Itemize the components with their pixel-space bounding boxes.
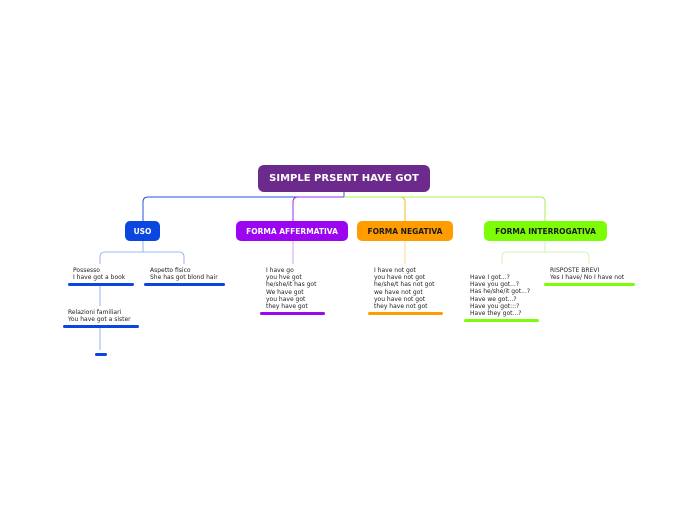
connector-uso-children [99,241,185,264]
connector-interrogativa-children [501,241,590,264]
branch-uso-label: USO [133,226,152,236]
connector-affermativa [292,196,344,221]
root-topic-label: SIMPLE PRSENT HAVE GOT [269,173,419,184]
branch-forma-interrogativa-label: FORMA INTERROGATIVA [495,226,596,236]
branch-forma-interrogativa[interactable]: FORMA INTERROGATIVA [484,221,607,241]
leaf-aspetto-fisico-underline [144,283,225,286]
leaf-forma-negativa-underline [368,312,443,315]
branch-forma-affermativa[interactable]: FORMA AFFERMATIVA [236,221,348,241]
leaf-forma-negativa-list[interactable]: I have not got you have not got he/she/t… [374,267,435,311]
leaf-risposte-brevi[interactable]: RISPOSTE BREVI Yes I have/ No I have not [550,267,625,282]
leaf-risposte-brevi-underline [544,283,635,286]
branch-forma-affermativa-label: FORMA AFFERMATIVA [246,226,338,236]
leaf-forma-interrogativa-list[interactable]: Have I got...? Have you got...? Has he/s… [470,274,531,318]
leaf-empty-underline [95,353,107,356]
leaf-relazioni-familiari[interactable]: Relazioni familiari You have got a siste… [68,309,131,324]
leaf-forma-affermativa-underline [260,312,325,315]
leaf-forma-interrogativa-underline [464,319,539,322]
connector-uso [142,192,345,221]
leaf-possesso[interactable]: Possesso I have got a book [73,267,126,282]
branch-forma-negativa[interactable]: FORMA NEGATIVA [357,221,453,241]
leaf-possesso-underline [68,283,134,286]
root-topic[interactable]: SIMPLE PRSENT HAVE GOT [258,165,430,192]
branch-uso[interactable]: USO [125,221,160,241]
leaf-relazioni-familiari-underline [63,325,139,328]
leaf-forma-affermativa-list[interactable]: I have go you hve got he/she/it has got … [266,267,317,311]
connector-negativa [344,196,406,221]
branch-forma-negativa-label: FORMA NEGATIVA [367,226,443,236]
connector-interrogativa [344,196,546,221]
leaf-aspetto-fisico[interactable]: Aspetto fisico She has got blond hair [150,267,218,282]
